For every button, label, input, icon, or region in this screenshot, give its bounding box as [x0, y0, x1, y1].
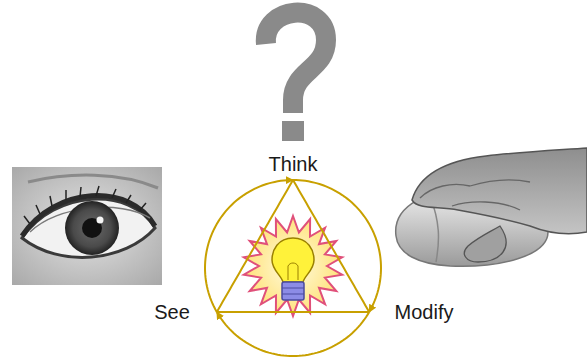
question-dot — [282, 121, 304, 141]
triangle-side — [217, 311, 369, 313]
finger-lines — [420, 180, 530, 210]
brow-shade — [28, 175, 158, 188]
bulb-base — [282, 282, 304, 300]
eye-iris — [65, 201, 119, 255]
triangle-side — [217, 180, 293, 312]
cycle-arc — [217, 312, 369, 356]
triangle-side — [293, 180, 369, 312]
eye-photo — [12, 167, 162, 285]
cycle-step: Think — [266, 152, 321, 177]
cycle-step: See — [151, 300, 193, 325]
question-mark — [266, 13, 326, 141]
question-hook — [266, 13, 326, 113]
step-label: Modify — [395, 301, 454, 324]
cycle-arc — [293, 180, 381, 312]
eye-skin — [12, 167, 162, 285]
eye-highlight — [97, 217, 104, 224]
mouse-hand-photo — [396, 148, 587, 266]
starburst — [244, 216, 342, 316]
eyelashes — [24, 186, 146, 224]
idea-bulb — [244, 216, 342, 316]
step-label: See — [154, 301, 190, 324]
thumb — [464, 226, 506, 262]
bulb-glass — [272, 238, 314, 282]
cycle-step: Modify — [392, 300, 457, 325]
step-label: Think — [269, 153, 318, 176]
bulb-thread — [282, 288, 304, 294]
bulb-filament — [288, 263, 298, 280]
cycle-arc — [205, 180, 293, 312]
hand — [412, 148, 587, 234]
